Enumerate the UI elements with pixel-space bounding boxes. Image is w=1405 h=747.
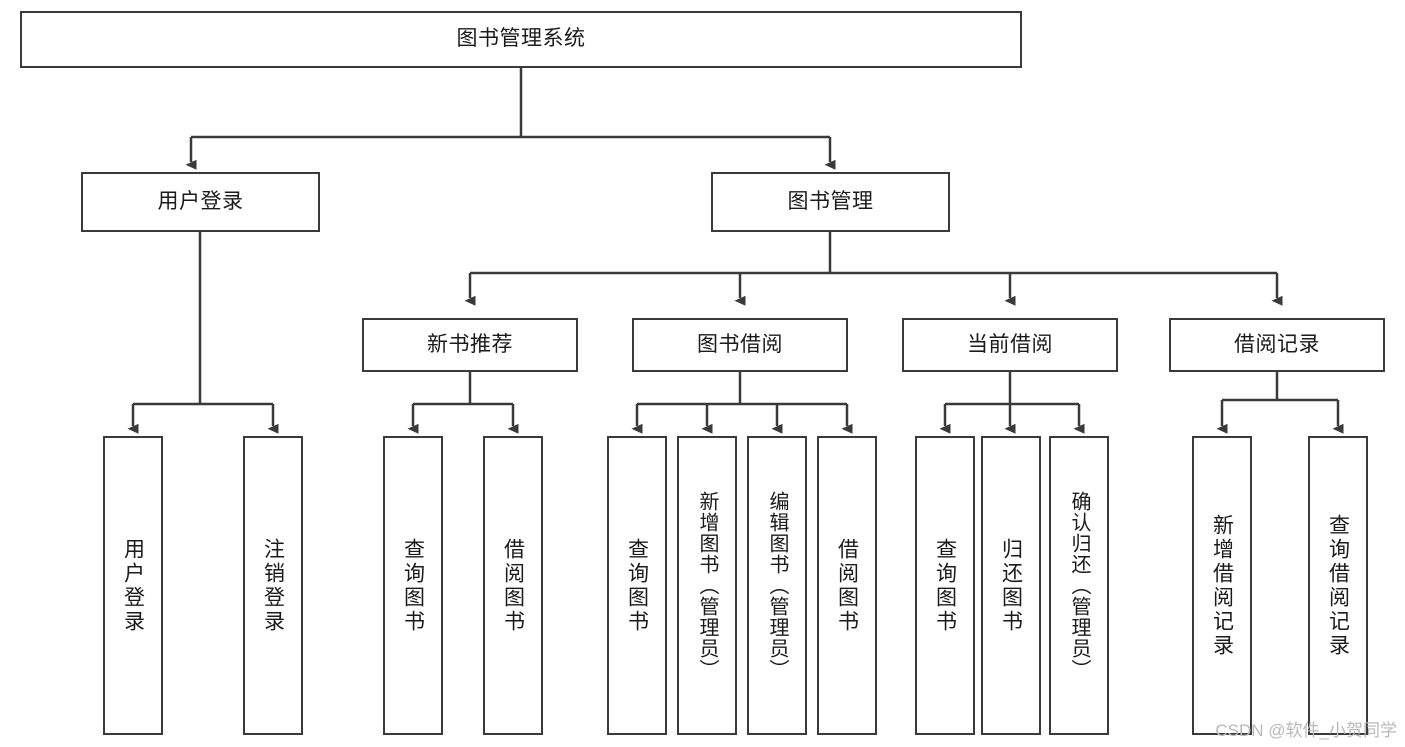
node-newbook[interactable]: 新书推荐 bbox=[362, 318, 578, 372]
node-leaf-2[interactable]: 注销登录 bbox=[243, 436, 303, 735]
node-records[interactable]: 借阅记录 bbox=[1169, 318, 1385, 372]
node-borrow-label: 图书借阅 bbox=[697, 332, 783, 356]
node-root[interactable]: 图书管理系统 bbox=[20, 11, 1022, 68]
node-leaf-8[interactable]: 借阅图书 bbox=[817, 436, 877, 735]
node-leaf-6[interactable]: 新增图书（管理员） bbox=[677, 436, 737, 735]
node-leaf-10-label: 归还图书 bbox=[999, 537, 1023, 634]
node-leaf-5-label: 查询图书 bbox=[625, 537, 649, 634]
node-leaf-4-label: 借阅图书 bbox=[501, 537, 525, 634]
node-leaf-10[interactable]: 归还图书 bbox=[981, 436, 1041, 735]
node-leaf-11[interactable]: 确认归还（管理员） bbox=[1049, 436, 1109, 735]
node-leaf-11-label: 确认归还（管理员） bbox=[1068, 491, 1090, 680]
node-leaf-3[interactable]: 查询图书 bbox=[383, 436, 443, 735]
node-leaf-12[interactable]: 新增借阅记录 bbox=[1192, 436, 1252, 735]
node-records-label: 借阅记录 bbox=[1234, 332, 1320, 356]
node-leaf-13[interactable]: 查询借阅记录 bbox=[1308, 436, 1368, 735]
node-leaf-9-label: 查询图书 bbox=[933, 537, 957, 634]
node-leaf-7-label: 编辑图书（管理员） bbox=[766, 491, 788, 680]
node-leaf-12-label: 新增借阅记录 bbox=[1210, 513, 1234, 658]
node-leaf-1[interactable]: 用户登录 bbox=[103, 436, 163, 735]
node-login-label: 用户登录 bbox=[157, 189, 244, 213]
node-leaf-1-label: 用户登录 bbox=[121, 537, 145, 634]
node-leaf-9[interactable]: 查询图书 bbox=[915, 436, 975, 735]
node-leaf-7[interactable]: 编辑图书（管理员） bbox=[747, 436, 807, 735]
node-leaf-3-label: 查询图书 bbox=[401, 537, 425, 634]
node-leaf-13-label: 查询借阅记录 bbox=[1326, 513, 1350, 658]
node-newbook-label: 新书推荐 bbox=[427, 332, 513, 356]
node-login[interactable]: 用户登录 bbox=[81, 172, 320, 232]
node-bookmgmt-label: 图书管理 bbox=[787, 189, 874, 213]
node-leaf-2-label: 注销登录 bbox=[261, 537, 285, 634]
node-leaf-8-label: 借阅图书 bbox=[835, 537, 859, 634]
node-leaf-4[interactable]: 借阅图书 bbox=[483, 436, 543, 735]
node-current[interactable]: 当前借阅 bbox=[902, 318, 1118, 372]
node-borrow[interactable]: 图书借阅 bbox=[632, 318, 848, 372]
node-leaf-6-label: 新增图书（管理员） bbox=[696, 491, 718, 680]
csdn-watermark: CSDN @软件_小贺同学 bbox=[1215, 721, 1397, 740]
node-bookmgmt[interactable]: 图书管理 bbox=[711, 172, 950, 232]
node-leaf-5[interactable]: 查询图书 bbox=[607, 436, 667, 735]
node-current-label: 当前借阅 bbox=[967, 332, 1053, 356]
node-root-label: 图书管理系统 bbox=[456, 27, 586, 51]
